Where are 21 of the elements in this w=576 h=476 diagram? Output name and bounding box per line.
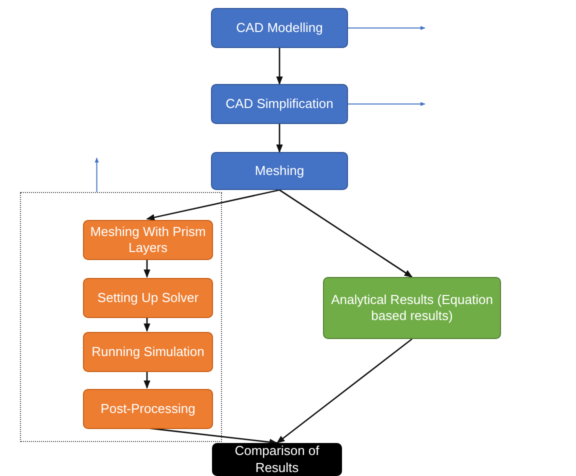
process-box: Setting Up Solver [83,278,213,318]
process-box: CAD Modelling [211,8,348,48]
result-box: Comparison of Results [212,443,342,476]
process-box: CAD Simplification [211,84,348,124]
arrow [144,371,150,389]
arrow [279,189,413,278]
process-box: Meshing [211,152,348,190]
arrow [94,158,99,192]
arrow [348,102,426,106]
process-box: Running Simulation [83,332,213,372]
arrow [276,338,412,444]
arrow [146,189,280,221]
group-box [20,192,222,442]
arrow [276,124,283,153]
result-box: Analytical Results (Equation based results) [323,277,501,339]
arrow [348,26,426,30]
arrow [144,317,150,332]
arrow [276,48,283,85]
process-box: Meshing With Prism Layers [83,220,213,260]
arrow [144,259,150,278]
process-box: Post-Processing [83,389,213,429]
